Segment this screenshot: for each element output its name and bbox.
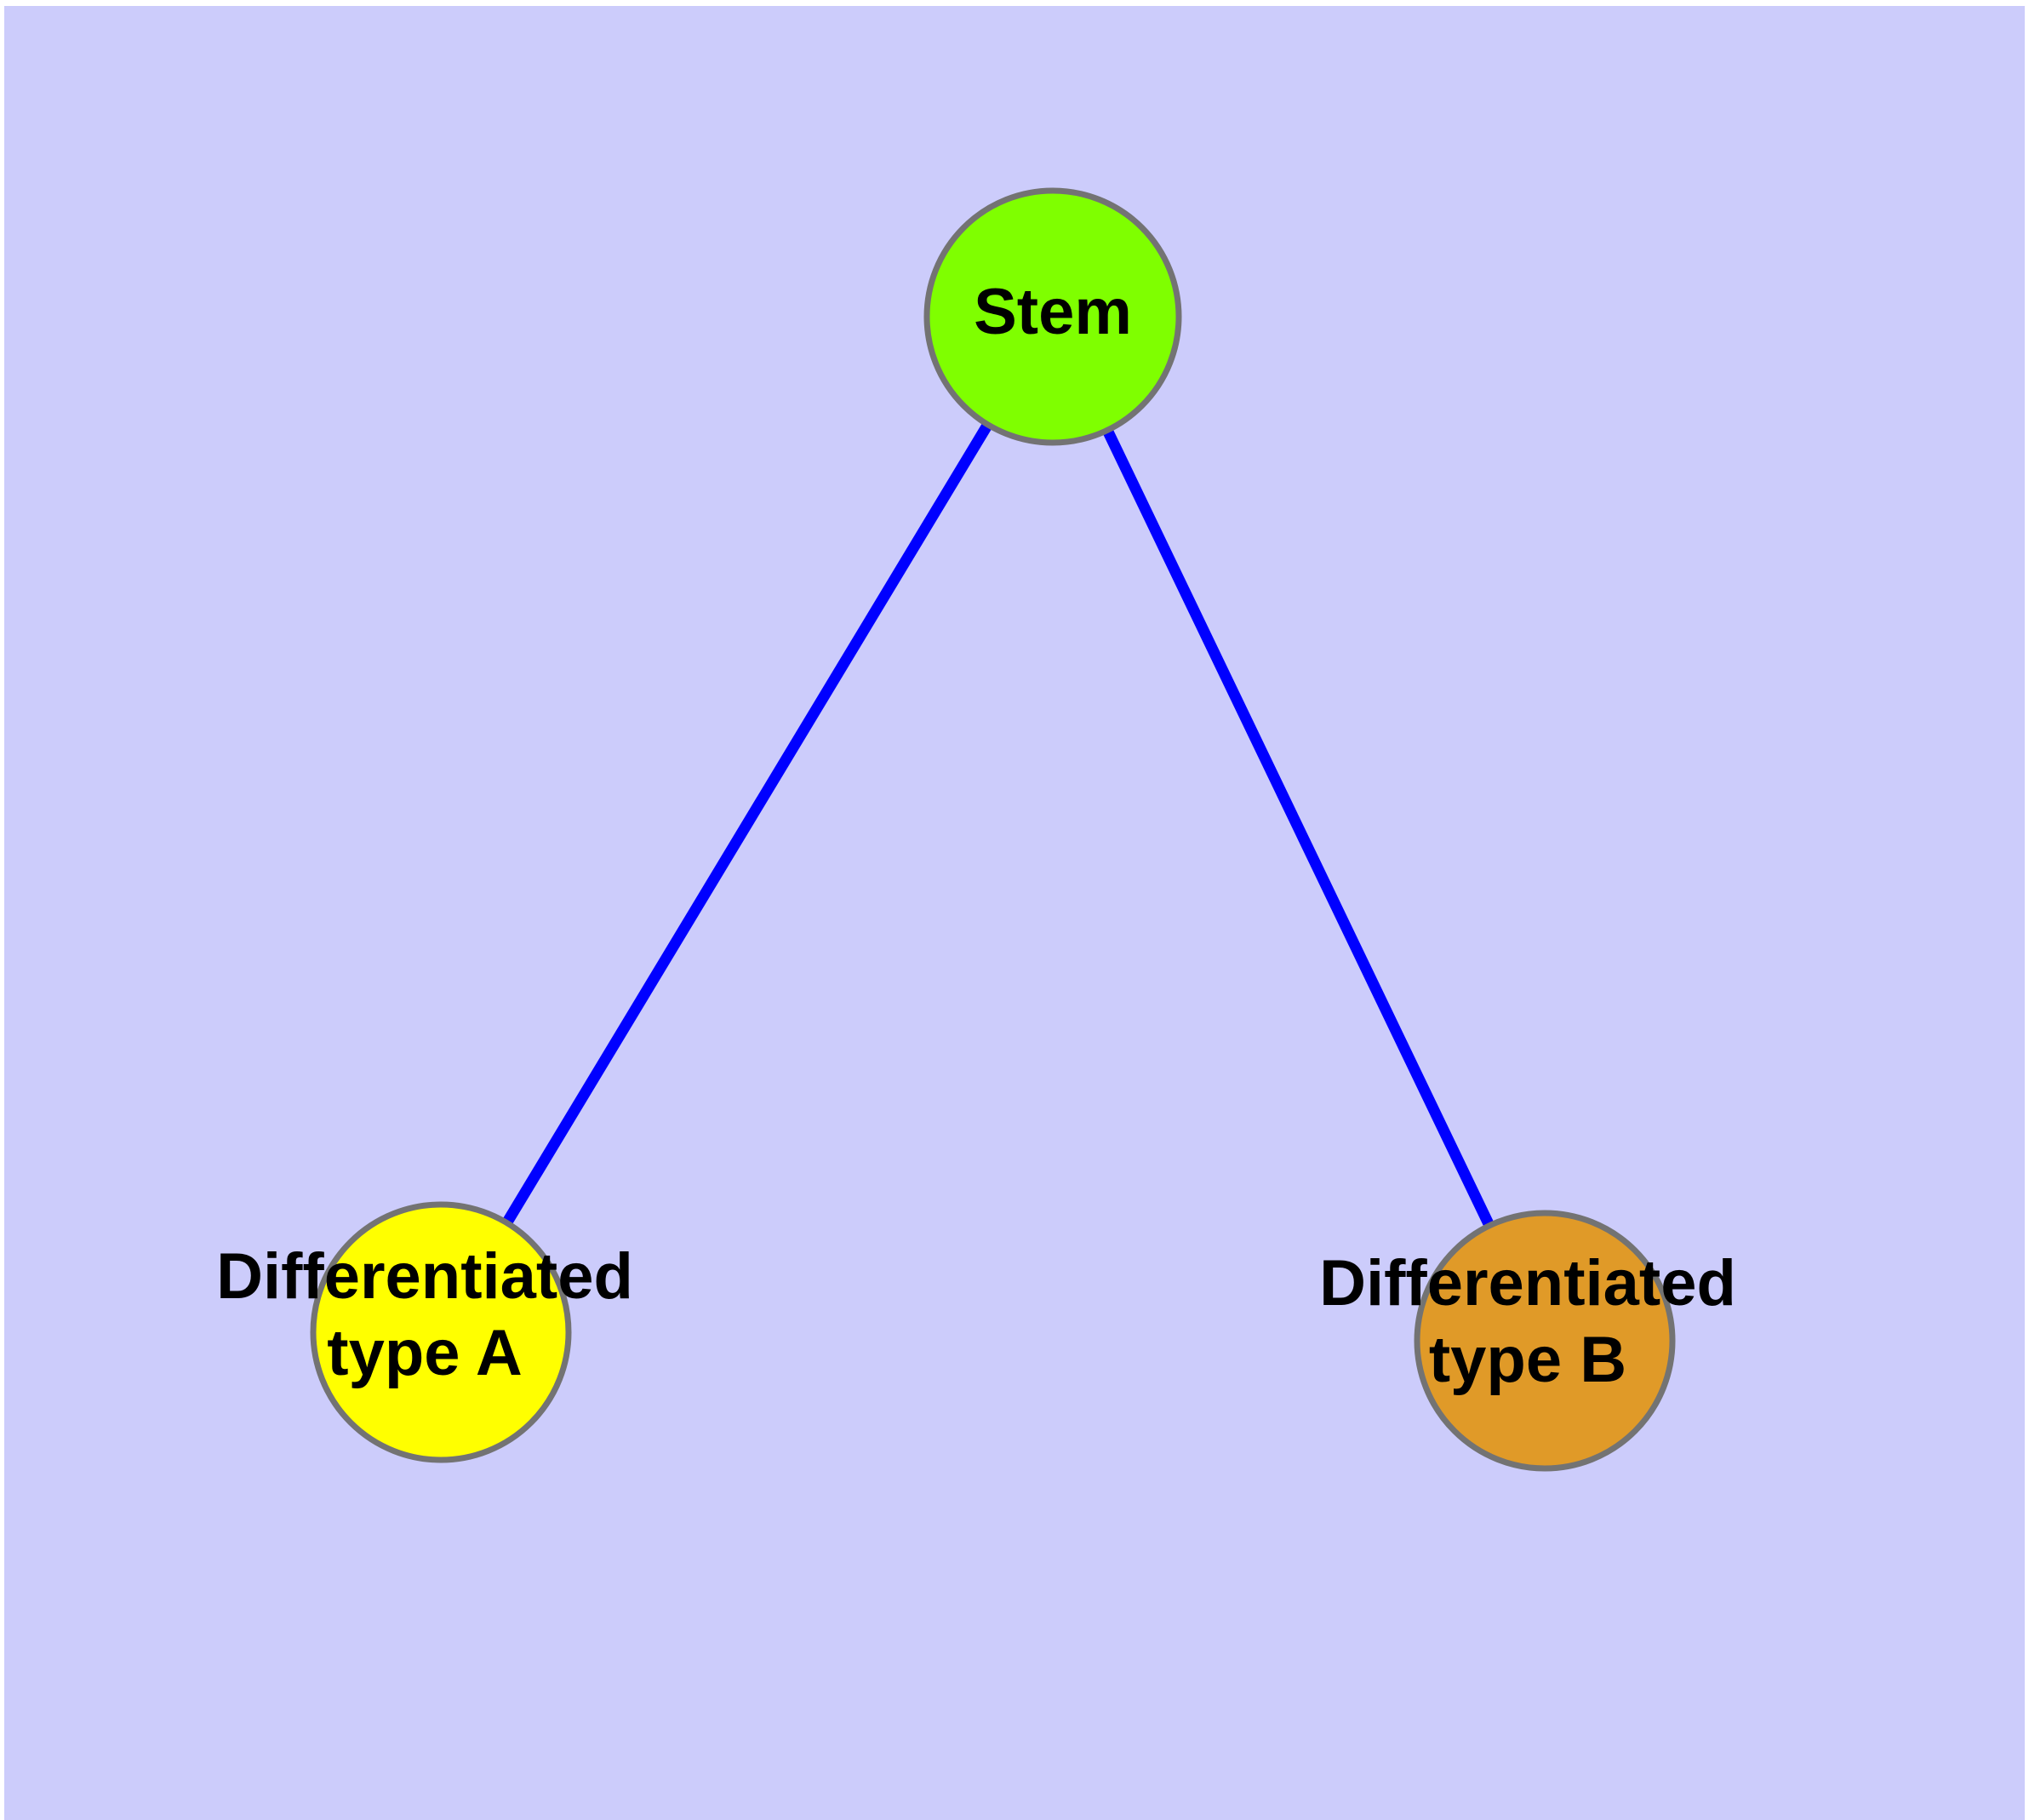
graph-edge-stem-diff_a[interactable]	[436, 313, 1058, 1336]
node-label-line: Differentiated	[216, 1240, 633, 1313]
graph-edge-stem-diff_b[interactable]	[1048, 314, 1550, 1343]
node-circle-diff_b[interactable]	[1414, 1210, 1676, 1472]
node-circle-diff_a[interactable]	[310, 1201, 572, 1463]
node-label-line: type B	[1429, 1324, 1626, 1396]
node-label-line: Stem	[974, 276, 1132, 348]
node-label-line: Differentiated	[1319, 1247, 1736, 1319]
graph-node-diff_a[interactable]	[310, 1201, 572, 1463]
graph-node-stem[interactable]	[923, 187, 1182, 446]
edges-layer	[436, 313, 1550, 1343]
node-label-line: type A	[327, 1317, 522, 1389]
nodes-layer	[310, 187, 1676, 1472]
graph-node-diff_b[interactable]	[1414, 1210, 1676, 1472]
node-circle-stem[interactable]	[923, 187, 1182, 446]
node-label-stem: Stem	[974, 276, 1132, 348]
